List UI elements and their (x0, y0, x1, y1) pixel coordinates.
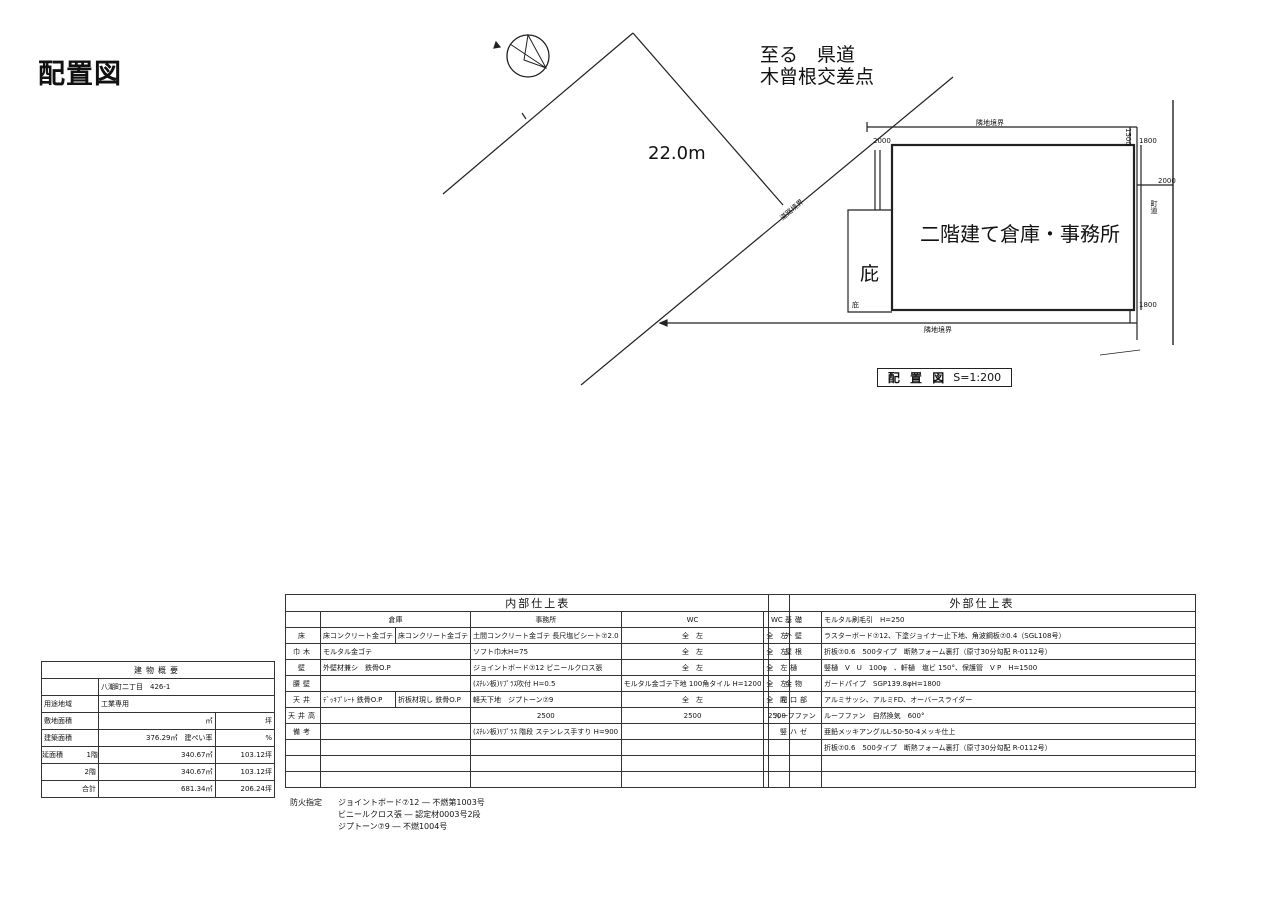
scale-title: 配 置 図 (887, 371, 948, 385)
table-row: 倉庫 事務所 WC WC (285, 611, 791, 628)
exterior-header: 外部仕上表 (768, 594, 1196, 612)
building-outline (890, 143, 1136, 312)
table-row: 樋竪樋 V U 100φ 、軒樋 塩ビ 150°、保護管 V P H=1500 (768, 659, 1196, 676)
table-row (285, 771, 791, 788)
table-row: 屋根折板⑦0.6 500タイプ 断熱フォーム裏打（原寸30分勾配 R-0112号… (768, 643, 1196, 660)
fire-title: 防火指定 (290, 798, 322, 807)
table-row: 竪ハゼ亜鉛メッキアングルL-50-50-4メッキ仕上 (768, 723, 1196, 740)
page-title: 配置図 (38, 59, 122, 90)
neighbor-bottom-label: 隣地境界 (924, 326, 952, 334)
floor-area-label: 延面積 (42, 751, 64, 759)
parcel-line-diag (580, 76, 954, 386)
table-row (285, 755, 791, 772)
road-direction-label: 至る 県道 木曾根交差点 (760, 44, 874, 88)
table-row: 基礎モルタル刷毛引 H=250 (768, 611, 1196, 628)
parcel-line-west (442, 32, 634, 195)
table-row: 2階 340.67㎡ 103.12坪 (41, 763, 276, 781)
table-row: 巾木 モルタル金ゴテ ソフト巾木H=75 全 左 全 左 (285, 643, 791, 660)
table-row: 八潮町二丁目 426-1 (41, 678, 275, 696)
neighbor-top-label: 隣地境界 (976, 119, 1004, 127)
table-row: 合計 681.34㎡ 206.24坪 (41, 780, 276, 798)
road-name-label: 町道 (1150, 200, 1158, 214)
table-row: 外壁ラスターボード⑦12、下塗ジョイナー止下地、角波鋼板⑦0.4（SGL108号… (768, 627, 1196, 644)
dimension-2000a: 2000 (873, 137, 891, 145)
table-row: 折板⑦0.6 500タイプ 断熱フォーム裏打（原寸30分勾配 R-0112号） (768, 739, 1196, 756)
dimension-1500: 1500 (1124, 128, 1132, 146)
fire-designation-notes: 防火指定 ジョイントボード⑦12 ― 不燃第1003号 ビニールクロス張 ― 認… (290, 798, 485, 831)
dimension-1800b: 1800 (1139, 301, 1157, 309)
summary-header: 建物概要 (41, 661, 275, 679)
table-row: 敷地面積 ㎡ 坪 (41, 712, 276, 730)
parcel-line-road (632, 32, 784, 206)
road-line-2: 木曾根交差点 (760, 66, 875, 88)
table-row: 天井 ﾃﾞｯｷﾌﾟﾚｰﾄ 鉄骨O.P 折板材現し 鉄骨O.P 軽天下地 ジプトー… (285, 691, 791, 708)
table-row: 開口部アルミサッシ、アルミFD、オーバースライダー (768, 691, 1196, 708)
interior-header: 内部仕上表 (284, 594, 791, 612)
table-row: 壁 外壁材兼シ 鉄骨O.P ジョイントボード⑦12 ビニールクロス張 全 左 全… (285, 659, 791, 676)
table-row: 用途地域 工業専用 (41, 695, 275, 713)
road-line-1: 至る 県道 (760, 44, 856, 66)
eaves-outline (847, 209, 892, 313)
interior-finish-table: 内部仕上表 倉庫 事務所 WC WC 床 床コンクリート金ゴテ 床コンクリート金… (284, 594, 791, 788)
table-row: 建築面積 376.29㎡ 建ぺい率 % (41, 729, 276, 747)
table-row: 延面積 1階 340.67㎡ 103.12坪 (41, 746, 276, 764)
table-row (768, 755, 1196, 772)
building-summary-table: 建物概要 八潮町二丁目 426-1 用途地域 工業専用 敷地面積 ㎡ 坪 建築面… (41, 661, 276, 798)
table-row: 腰壁 (ｽﾁﾚﾝ板)ﾘﾌﾟﾗｽ吹付 H=0.5 モルタル金ゴテ下地 100角タイ… (285, 675, 791, 692)
eaves-small-label: 庇 (852, 301, 859, 309)
dimension-2000b: 2000 (1158, 177, 1176, 185)
table-row (768, 771, 1196, 788)
table-row: 金物ガードパイプ SGP139.8φH=1800 (768, 675, 1196, 692)
table-row: 天井高 2500 2500 2500 (285, 707, 791, 724)
dimension-22m: 22.0m (648, 143, 706, 164)
scale-value: S=1:200 (953, 371, 1002, 384)
table-row: 備考 (ｽﾁﾚﾝ板)ﾘﾌﾟﾗｽ 階段 ステンレス手すり H=900 (285, 723, 791, 740)
table-row (285, 739, 791, 756)
table-row: ルーフファンルーフファン 自然換気 600° (768, 707, 1196, 724)
exterior-finish-table: 外部仕上表 基礎モルタル刷毛引 H=250 外壁ラスターボード⑦12、下塗ジョイ… (768, 594, 1196, 788)
scale-label-box: 配 置 図 S=1:200 (877, 368, 1012, 387)
table-row: 床 床コンクリート金ゴテ 床コンクリート金ゴテ 土間コンクリート金ゴテ 長尺塩ビ… (285, 627, 791, 644)
dimension-1800a: 1800 (1139, 137, 1157, 145)
building-label: 二階建て倉庫・事務所 (920, 222, 1120, 246)
eaves-label: 庇 (860, 263, 880, 285)
